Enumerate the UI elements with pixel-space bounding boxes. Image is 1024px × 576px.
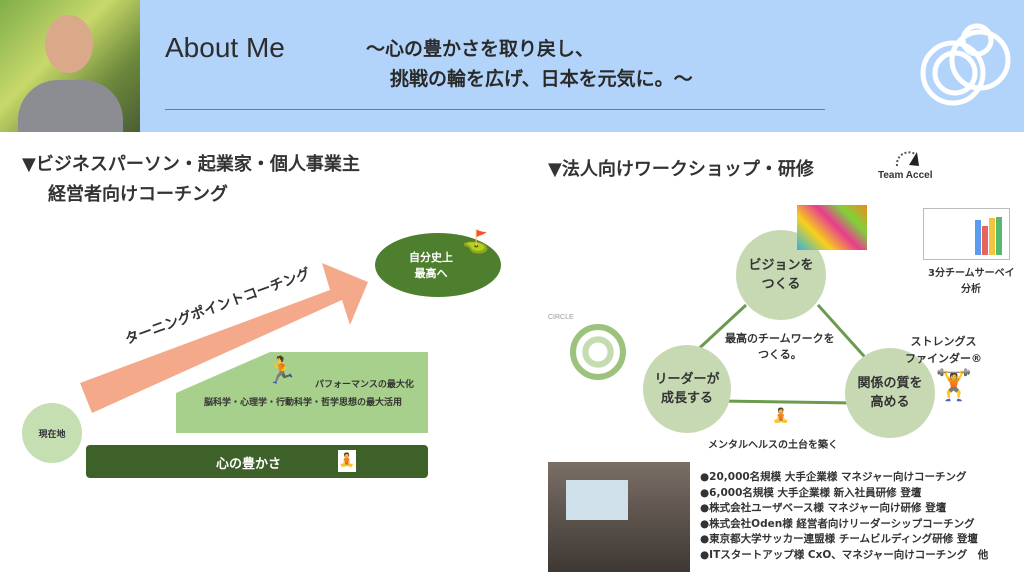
node-relationship-line2: 高める	[870, 395, 910, 410]
node-leader-line2: 成長する	[660, 391, 713, 406]
achievement-item: ●東京都大学サッカー連盟様 チームビルディング研修 登壇	[700, 533, 978, 546]
coaching-arrow	[80, 263, 368, 413]
node-vision-line1: ビジョンを	[748, 257, 814, 273]
goal-line1: 自分史上	[409, 251, 453, 264]
strengths-line1: ストレングス	[910, 335, 977, 348]
goal-line2: 最高へ	[414, 267, 448, 280]
logo-rings-icon	[920, 23, 1011, 106]
weightlifter-icon: 🏋	[935, 368, 973, 403]
performance-block	[176, 352, 428, 433]
node-relationship: 関係の質を高める	[845, 348, 935, 438]
survey-line1: 3分チームサーベイ	[928, 268, 1015, 279]
growth-diagram	[80, 263, 428, 433]
left-heading-line2: 経営者向けコーチング	[48, 184, 228, 205]
page-title: About Me	[165, 32, 285, 63]
tagline-line1: 〜心の豊かさを取り戻し、	[366, 38, 595, 60]
node-vision-line2: つくる	[761, 277, 801, 292]
node-leader: リーダーが成長する	[643, 345, 731, 433]
meditation-small-icon: 🧘	[772, 408, 790, 424]
team-accel-gauge-icon	[895, 151, 919, 167]
start-circle: 現在地	[22, 403, 82, 463]
meditation-icon: 🧘	[338, 450, 356, 472]
survey-chart-image	[923, 208, 1010, 260]
center-line2: つくる。	[757, 348, 802, 361]
tagline-line2: 挑戦の輪を広げ、日本を元気に。〜	[390, 68, 693, 90]
workshop-photo	[548, 462, 690, 572]
center-line1: 最高のチームワークを	[725, 332, 835, 345]
right-heading: ▼法人向けワークショップ・研修	[548, 159, 814, 180]
achievement-item: ●20,000名規模 大手企業様 マネジャー向けコーチング	[700, 471, 967, 483]
achievements-list: ●20,000名規模 大手企業様 マネジャー向けコーチング ●6,000名規模 …	[700, 470, 988, 564]
survey-line2: 分析	[961, 284, 981, 295]
achievement-item: ●6,000名規模 大手企業様 新入社員研修 登壇	[700, 486, 922, 499]
leadership-circle-label: CIRCLE	[548, 314, 574, 321]
performance-text: パフォーマンスの最大化	[315, 380, 414, 390]
left-heading-line1: ▼ビジネスパーソン・起業家・個人事業主	[22, 154, 360, 175]
achievement-item: ●株式会社Oden様 経営者向けリーダーシップコーチング	[700, 517, 975, 530]
mental-health-text: メンタルヘルスの土台を築く	[708, 440, 838, 451]
strengths-label: ストレングスファインダー®	[905, 333, 982, 367]
leadership-wheel	[570, 324, 626, 380]
team-accel-label: Team Accel	[878, 170, 933, 181]
leadership-circle-image: CIRCLE	[548, 314, 640, 394]
projector-screen	[566, 480, 628, 520]
node-leader-line1: リーダーが	[654, 371, 720, 387]
lego-image	[797, 205, 867, 250]
face	[45, 15, 93, 73]
goal-ellipse: 自分史上最高へ	[375, 233, 501, 297]
header-band	[140, 0, 1024, 132]
summit-flag-icon: ⛳	[462, 230, 490, 255]
strengths-line2: ファインダー®	[905, 352, 982, 365]
suit	[18, 80, 123, 132]
center-text: 最高のチームワークをつくる。	[725, 331, 835, 363]
node-relationship-line1: 関係の質を	[857, 375, 923, 391]
foundation-text: 心の豊かさ	[216, 457, 282, 472]
header-divider	[165, 109, 825, 110]
profile-photo	[0, 0, 140, 132]
survey-label: 3分チームサーベイ分析	[928, 266, 1015, 298]
runner-icon: 🏃	[265, 356, 298, 386]
foundation-bar: 心の豊かさ 🧘	[86, 445, 428, 478]
achievement-item: ●株式会社ユーザベース様 マネジャー向け研修 登壇	[700, 502, 947, 515]
methods-text: 脳科学・心理学・行動科学・哲学思想の最大活用	[204, 398, 403, 408]
achievement-item: ●ITスタートアップ様 CxO、マネジャー向けコーチング 他	[700, 548, 989, 561]
